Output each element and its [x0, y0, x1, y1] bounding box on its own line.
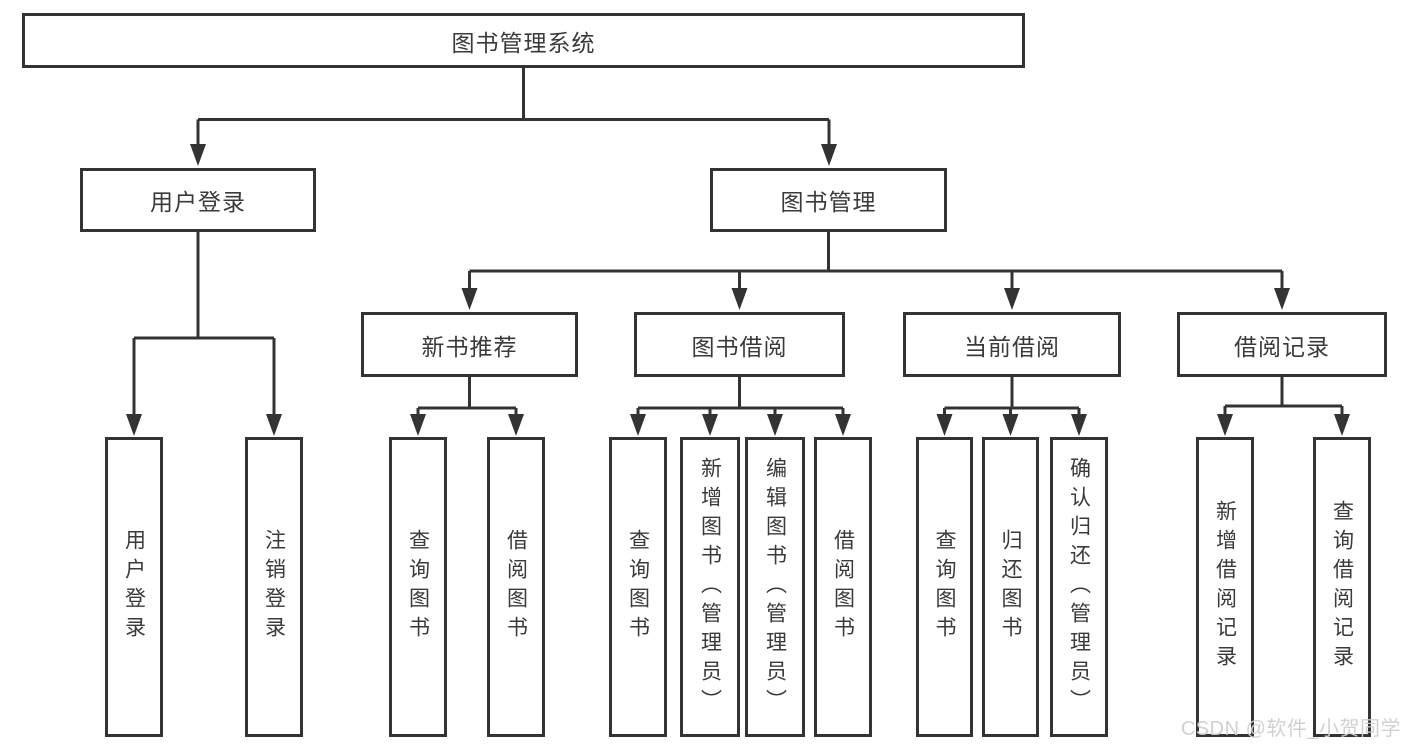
node-label: 编辑图书（管理员） [763, 456, 787, 718]
leaf-logout: 注销登录 [245, 437, 303, 737]
node-label: 借阅图书 [831, 529, 855, 645]
node-label: 图书管理系统 [451, 29, 596, 56]
connector-recommend-to-leaves [410, 377, 524, 436]
node-label: 查询图书 [406, 529, 430, 645]
leaf-query-books: 查询图书 [916, 437, 973, 737]
node-user-login: 用户登录 [80, 168, 316, 232]
node-label: 注销登录 [262, 529, 286, 645]
leaf-return-books: 归还图书 [982, 437, 1039, 737]
node-current-borrowing: 当前借阅 [903, 312, 1121, 377]
node-label: 当前借阅 [964, 333, 1060, 360]
node-label: 查询图书 [933, 529, 956, 645]
connector-borrowing-to-leaves [630, 377, 851, 436]
node-label: 新增借阅记录 [1213, 500, 1237, 674]
leaf-query-books: 查询图书 [609, 437, 667, 737]
node-label: 用户登录 [122, 529, 146, 645]
node-label: 查询图书 [626, 529, 650, 645]
connector-login-to-leaves [126, 232, 282, 436]
node-book-management: 图书管理 [710, 168, 947, 232]
leaf-edit-books-admin: 编辑图书（管理员） [745, 437, 805, 737]
node-borrowing-records: 借阅记录 [1177, 312, 1387, 377]
leaf-query-books: 查询图书 [389, 437, 447, 737]
node-label: 用户登录 [150, 189, 246, 215]
node-label: 确认归还（管理员） [1067, 456, 1091, 718]
connector-management-to-level3 [461, 232, 1290, 310]
node-label: 借阅图书 [504, 529, 528, 645]
connector-root-to-level2 [190, 68, 837, 166]
leaf-borrow-books: 借阅图书 [814, 437, 872, 737]
leaf-borrow-books: 借阅图书 [487, 437, 545, 737]
node-label: 图书借阅 [691, 333, 788, 360]
node-label: 借阅记录 [1234, 333, 1330, 360]
csdn-watermark: CSDN @软件_小贺同学 [1180, 718, 1401, 740]
node-label: 新增图书（管理员） [698, 456, 722, 718]
node-label: 归还图书 [999, 529, 1022, 645]
connector-records-to-leaves [1217, 377, 1350, 436]
node-label: 图书管理 [780, 189, 877, 215]
node-book-borrowing: 图书借阅 [634, 312, 845, 377]
leaf-add-books-admin: 新增图书（管理员） [680, 437, 740, 737]
connector-current-to-leaves [936, 377, 1087, 436]
node-label: 查询借阅记录 [1330, 500, 1354, 674]
leaf-query-borrow-record: 查询借阅记录 [1313, 437, 1371, 737]
leaf-add-borrow-record: 新增借阅记录 [1196, 437, 1254, 737]
node-new-book-recommendation: 新书推荐 [361, 312, 578, 377]
node-library-management-system: 图书管理系统 [22, 13, 1025, 68]
node-label: 新书推荐 [421, 333, 518, 360]
leaf-user-login: 用户登录 [105, 437, 163, 737]
leaf-confirm-return-admin: 确认归还（管理员） [1050, 437, 1108, 737]
